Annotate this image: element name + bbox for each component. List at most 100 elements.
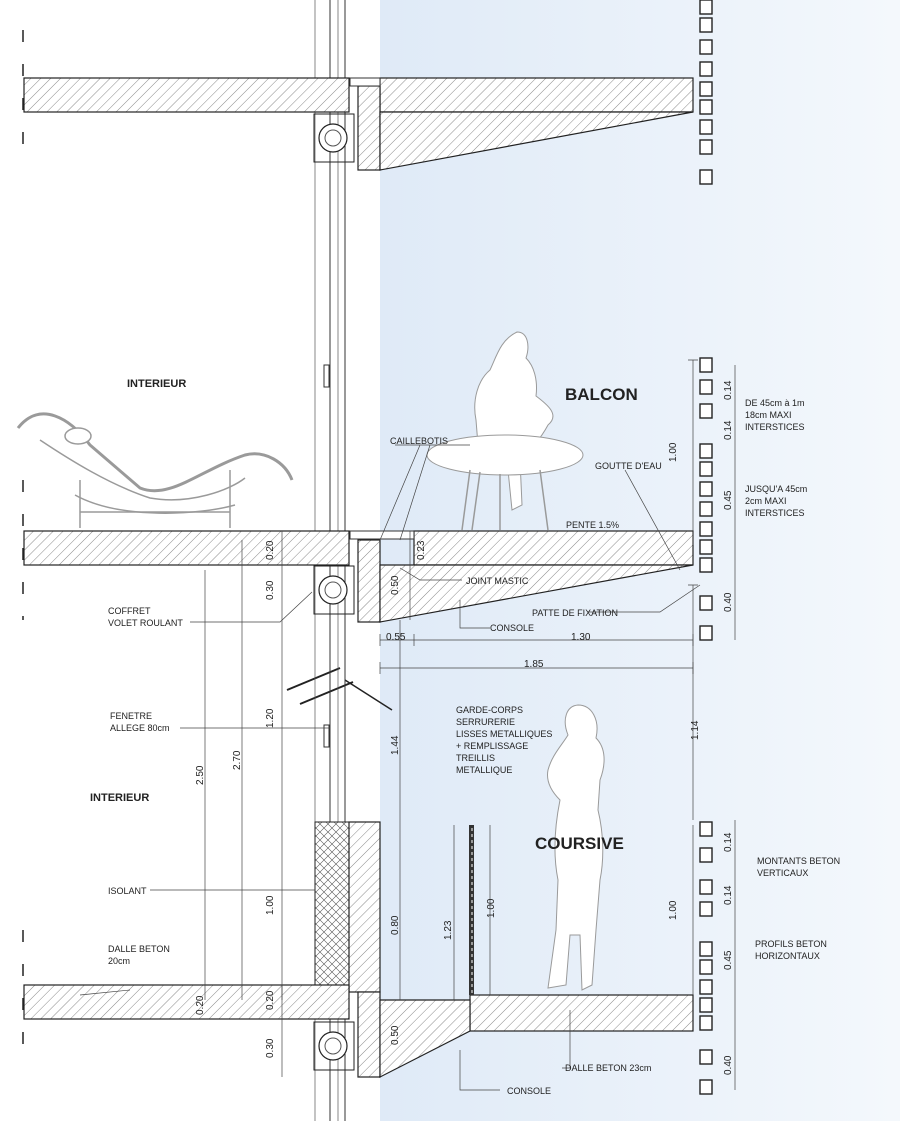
dim-020-a: 0.20	[265, 540, 276, 560]
label-dalle-beton-23: DALLE BETON 23cm	[565, 1063, 651, 1073]
label-jusqua45-3: INTERSTICES	[745, 508, 805, 518]
facade-block	[699, 61, 713, 77]
facade-block	[699, 139, 713, 155]
facade-block	[699, 461, 713, 477]
dim-014-d: 0.14	[723, 885, 734, 905]
facade-block	[699, 119, 713, 135]
label-profils-2: HORIZONTAUX	[755, 951, 820, 961]
dim-020-c: 0.20	[195, 995, 206, 1015]
label-montants-2: VERTICAUX	[757, 868, 808, 878]
dim-040-a: 0.40	[723, 592, 734, 612]
facade-block	[699, 39, 713, 55]
facade-block	[699, 959, 713, 975]
garde-corps-railing	[469, 825, 474, 995]
label-dalle-beton-2: 20cm	[108, 956, 130, 966]
dim-045-b: 0.45	[723, 950, 734, 970]
facade-block	[699, 879, 713, 895]
standing-woman-silhouette	[547, 704, 605, 991]
facade-block	[699, 501, 713, 517]
label-profils-1: PROFILS BETON	[755, 939, 827, 949]
facade-block	[699, 941, 713, 957]
label-fenetre-2: ALLEGE 80cm	[110, 723, 170, 733]
chaise-longue-illustration	[16, 412, 294, 528]
label-pente: PENTE 1.5%	[566, 520, 619, 530]
label-isolant: ISOLANT	[108, 886, 147, 896]
dim-014-a: 0.14	[723, 380, 734, 400]
leader-lines	[79, 444, 701, 1091]
facade-block	[699, 901, 713, 917]
facade-block	[699, 521, 713, 537]
label-garde-corps-3: LISSES METALLIQUES	[456, 729, 552, 739]
label-interieur-top: INTERIEUR	[127, 378, 186, 390]
facade-block	[699, 979, 713, 995]
label-jusqua45-2: 2cm MAXI	[745, 496, 787, 506]
facade-block	[699, 0, 713, 15]
dim-114: 1.14	[690, 720, 701, 740]
label-jusqua45-1: JUSQU'A 45cm	[745, 484, 807, 494]
facade-block	[699, 1049, 713, 1065]
slab-top	[23, 77, 694, 171]
label-de45-1: DE 45cm à 1m	[745, 398, 805, 408]
label-caillebotis: CAILLEBOTIS	[390, 436, 448, 446]
facade-block	[699, 481, 713, 497]
facade-blocks	[699, 0, 713, 1095]
dim-120: 1.20	[265, 708, 276, 728]
facade-block	[699, 357, 713, 373]
dimension-lines	[204, 359, 736, 1090]
label-dalle-beton-1: DALLE BETON	[108, 944, 170, 954]
label-balcon: BALCON	[565, 385, 638, 404]
dim-270: 2.70	[232, 750, 243, 770]
label-coffret-1: COFFRET	[108, 606, 151, 616]
dim-100-balcon: 1.00	[668, 442, 679, 462]
label-patte-fixation: PATTE DE FIXATION	[532, 608, 618, 618]
dim-023: 0.23	[416, 540, 427, 560]
label-garde-corps-5: TREILLIS	[456, 753, 495, 763]
dimension-texts: 0.55 1.30 1.85 1.00 1.14 0.14 0.14 0.45 …	[195, 380, 734, 1075]
label-montants-1: MONTANTS BETON	[757, 856, 840, 866]
dim-100-isol: 1.00	[265, 895, 276, 915]
dim-100-gc: 1.00	[486, 898, 497, 918]
facade-block	[699, 17, 713, 33]
facade-block	[699, 1015, 713, 1031]
label-console-top: CONSOLE	[490, 623, 534, 633]
label-garde-corps-2: SERRURERIE	[456, 717, 515, 727]
dim-030-a: 0.30	[265, 580, 276, 600]
label-console-bottom: CONSOLE	[507, 1086, 551, 1096]
labels: BALCON COURSIVE INTERIEUR INTERIEUR CAIL…	[90, 378, 840, 1096]
facade-block	[699, 169, 713, 185]
facade-block	[699, 81, 713, 97]
facade-block	[699, 595, 713, 611]
slab-balcon	[23, 530, 694, 623]
slab-coursive	[23, 984, 694, 1078]
facade-block	[699, 557, 713, 573]
dim-123: 1.23	[443, 920, 454, 940]
facade-block	[699, 403, 713, 419]
facade-block	[699, 539, 713, 555]
dim-250: 2.50	[195, 765, 206, 785]
dim-185: 1.85	[524, 659, 544, 670]
dim-050-a: 0.50	[390, 575, 401, 595]
facade-block	[699, 625, 713, 641]
label-garde-corps-4: + REMPLISSAGE	[456, 741, 528, 751]
facade-block	[699, 847, 713, 863]
dim-040-b: 0.40	[723, 1055, 734, 1075]
facade-block	[699, 443, 713, 459]
dim-020-b: 0.20	[265, 990, 276, 1010]
facade-block	[699, 1079, 713, 1095]
dim-055: 0.55	[386, 632, 406, 643]
dim-130: 1.30	[571, 632, 591, 643]
label-joint-mastic: JOINT MASTIC	[466, 576, 529, 586]
label-goutte-deau: GOUTTE D'EAU	[595, 461, 662, 471]
label-fenetre-1: FENETRE	[110, 711, 152, 721]
facade-block	[699, 379, 713, 395]
label-coffret-2: VOLET ROULANT	[108, 618, 183, 628]
insulated-wall	[314, 821, 381, 993]
dim-014-c: 0.14	[723, 832, 734, 852]
facade-block	[699, 997, 713, 1013]
dim-050-b: 0.50	[390, 1025, 401, 1045]
dim-144: 1.44	[390, 735, 401, 755]
dim-080: 0.80	[390, 915, 401, 935]
label-garde-corps-6: METALLIQUE	[456, 765, 512, 775]
facade-block	[699, 821, 713, 837]
